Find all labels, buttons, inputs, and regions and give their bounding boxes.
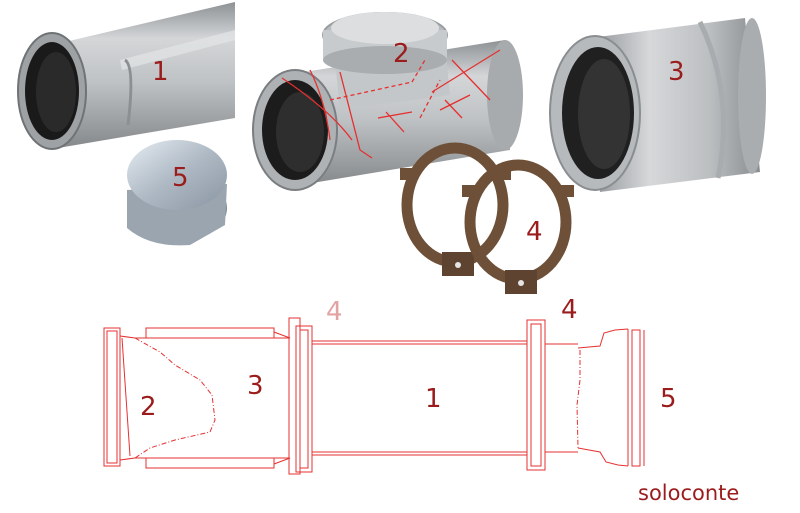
sketch-coupling-label: 3 bbox=[247, 371, 264, 401]
coupling-photo bbox=[549, 18, 766, 192]
sketch-cap-label: 5 bbox=[660, 384, 677, 414]
assembly-sketch bbox=[103, 317, 645, 475]
sketch-cap bbox=[545, 328, 645, 467]
sketch-pipe bbox=[312, 340, 527, 456]
coupling-photo-label: 3 bbox=[668, 57, 685, 87]
sketch-clamp-left-label: 4 bbox=[326, 297, 343, 327]
pipe-photo-label: 1 bbox=[152, 57, 169, 87]
clamp-right bbox=[462, 159, 574, 294]
pipe-photo bbox=[17, 2, 235, 150]
tee-photo bbox=[252, 12, 523, 191]
cap-photo bbox=[127, 140, 227, 246]
sketch-tee-label: 2 bbox=[140, 392, 157, 422]
sketch-clamp-right bbox=[526, 319, 546, 471]
signature: soloconte bbox=[638, 481, 739, 505]
cap-photo-label: 5 bbox=[172, 163, 189, 193]
sketch-clamp-right-label: 4 bbox=[561, 295, 578, 325]
sketch-tee bbox=[103, 327, 216, 467]
sketch-clamp-left bbox=[288, 317, 313, 475]
clamps-photo-label: 4 bbox=[526, 217, 543, 247]
clamps-photo bbox=[400, 142, 574, 294]
sketch-coupling bbox=[135, 327, 291, 469]
clamp-left bbox=[400, 142, 511, 276]
tee-photo-label: 2 bbox=[393, 39, 410, 69]
sketch-pipe-label: 1 bbox=[425, 384, 442, 414]
cut-marks bbox=[281, 49, 501, 159]
